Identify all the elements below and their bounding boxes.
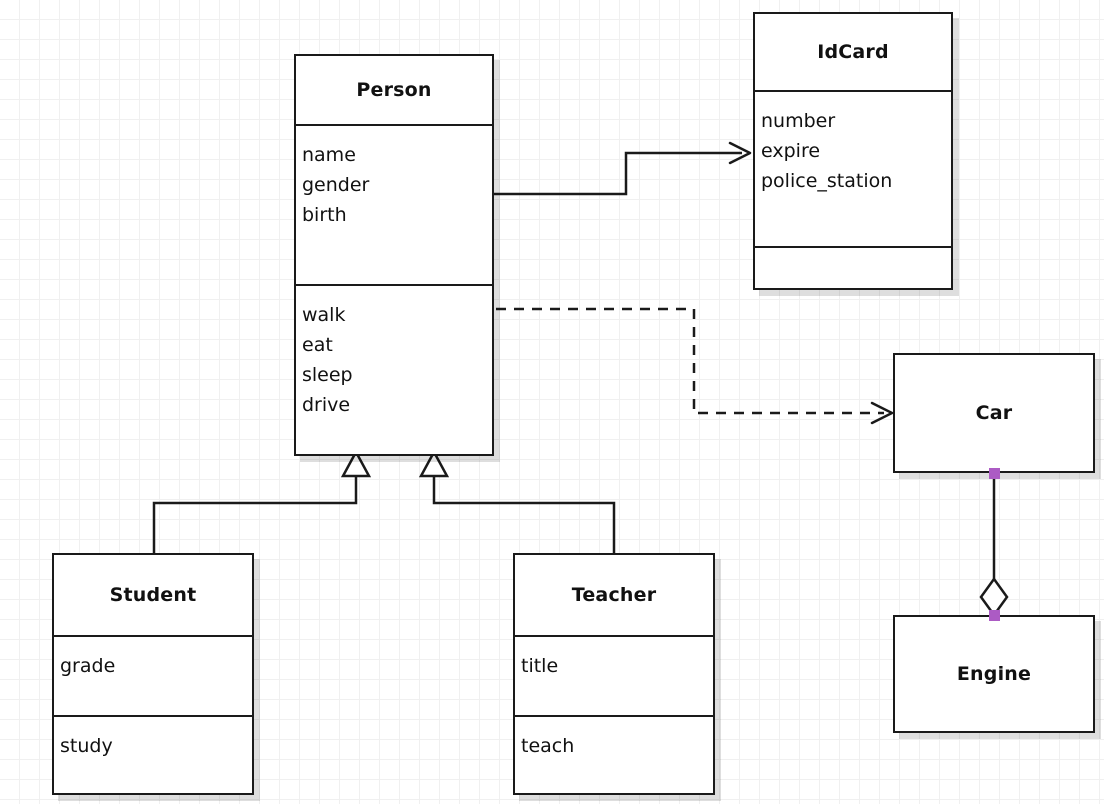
class-name-label: Teacher bbox=[571, 584, 657, 606]
class-attributes-idcard: number expire police_station bbox=[755, 90, 951, 246]
class-title-idcard: IdCard bbox=[755, 14, 951, 90]
class-name-label: Student bbox=[109, 584, 197, 606]
method-item: drive bbox=[302, 394, 351, 416]
edge-teacher-person[interactable] bbox=[418, 449, 616, 553]
class-title-person: Person bbox=[296, 56, 492, 124]
class-attributes-teacher: title bbox=[515, 635, 713, 715]
attribute-item: gender bbox=[302, 174, 370, 196]
class-title-student: Student bbox=[54, 555, 252, 635]
class-attributes-student: grade bbox=[54, 635, 252, 715]
attribute-item: grade bbox=[60, 655, 116, 677]
uml-class-engine[interactable]: Engine bbox=[893, 615, 1095, 733]
method-item: teach bbox=[521, 735, 575, 757]
uml-class-idcard[interactable]: IdCard number expire police_station bbox=[753, 12, 953, 290]
class-methods-person: walk eat sleep drive bbox=[296, 284, 492, 454]
attribute-item: name bbox=[302, 144, 356, 166]
attribute-item: police_station bbox=[761, 170, 893, 192]
class-methods-teacher: teach bbox=[515, 715, 713, 793]
class-attributes-person: name gender birth bbox=[296, 124, 492, 284]
attribute-item: birth bbox=[302, 204, 347, 226]
uml-class-person[interactable]: Person name gender birth walk eat sleep … bbox=[294, 54, 494, 456]
class-methods-student: study bbox=[54, 715, 252, 793]
edge-person-idcard[interactable] bbox=[494, 141, 752, 196]
uml-class-student[interactable]: Student grade study bbox=[52, 553, 254, 795]
attribute-item: title bbox=[521, 655, 559, 677]
class-name-label: Car bbox=[975, 402, 1013, 424]
class-methods-idcard bbox=[755, 246, 951, 288]
edge-handle-car-end[interactable] bbox=[989, 468, 1000, 479]
class-name-label: IdCard bbox=[817, 41, 889, 63]
class-name-label: Person bbox=[356, 79, 432, 101]
class-title-teacher: Teacher bbox=[515, 555, 713, 635]
uml-class-teacher[interactable]: Teacher title teach bbox=[513, 553, 715, 795]
edge-student-person[interactable] bbox=[152, 449, 372, 553]
class-title-car: Car bbox=[895, 355, 1093, 471]
edge-car-engine[interactable] bbox=[979, 473, 1009, 618]
edge-handle-engine-end[interactable] bbox=[989, 610, 1000, 621]
attribute-item: expire bbox=[761, 140, 821, 162]
method-item: study bbox=[60, 735, 113, 757]
uml-class-car[interactable]: Car bbox=[893, 353, 1095, 473]
class-name-label: Engine bbox=[956, 663, 1032, 685]
method-item: eat bbox=[302, 334, 333, 356]
edge-person-car[interactable] bbox=[496, 307, 894, 425]
method-item: sleep bbox=[302, 364, 353, 386]
attribute-item: number bbox=[761, 110, 836, 132]
class-title-engine: Engine bbox=[895, 617, 1093, 731]
method-item: walk bbox=[302, 304, 346, 326]
